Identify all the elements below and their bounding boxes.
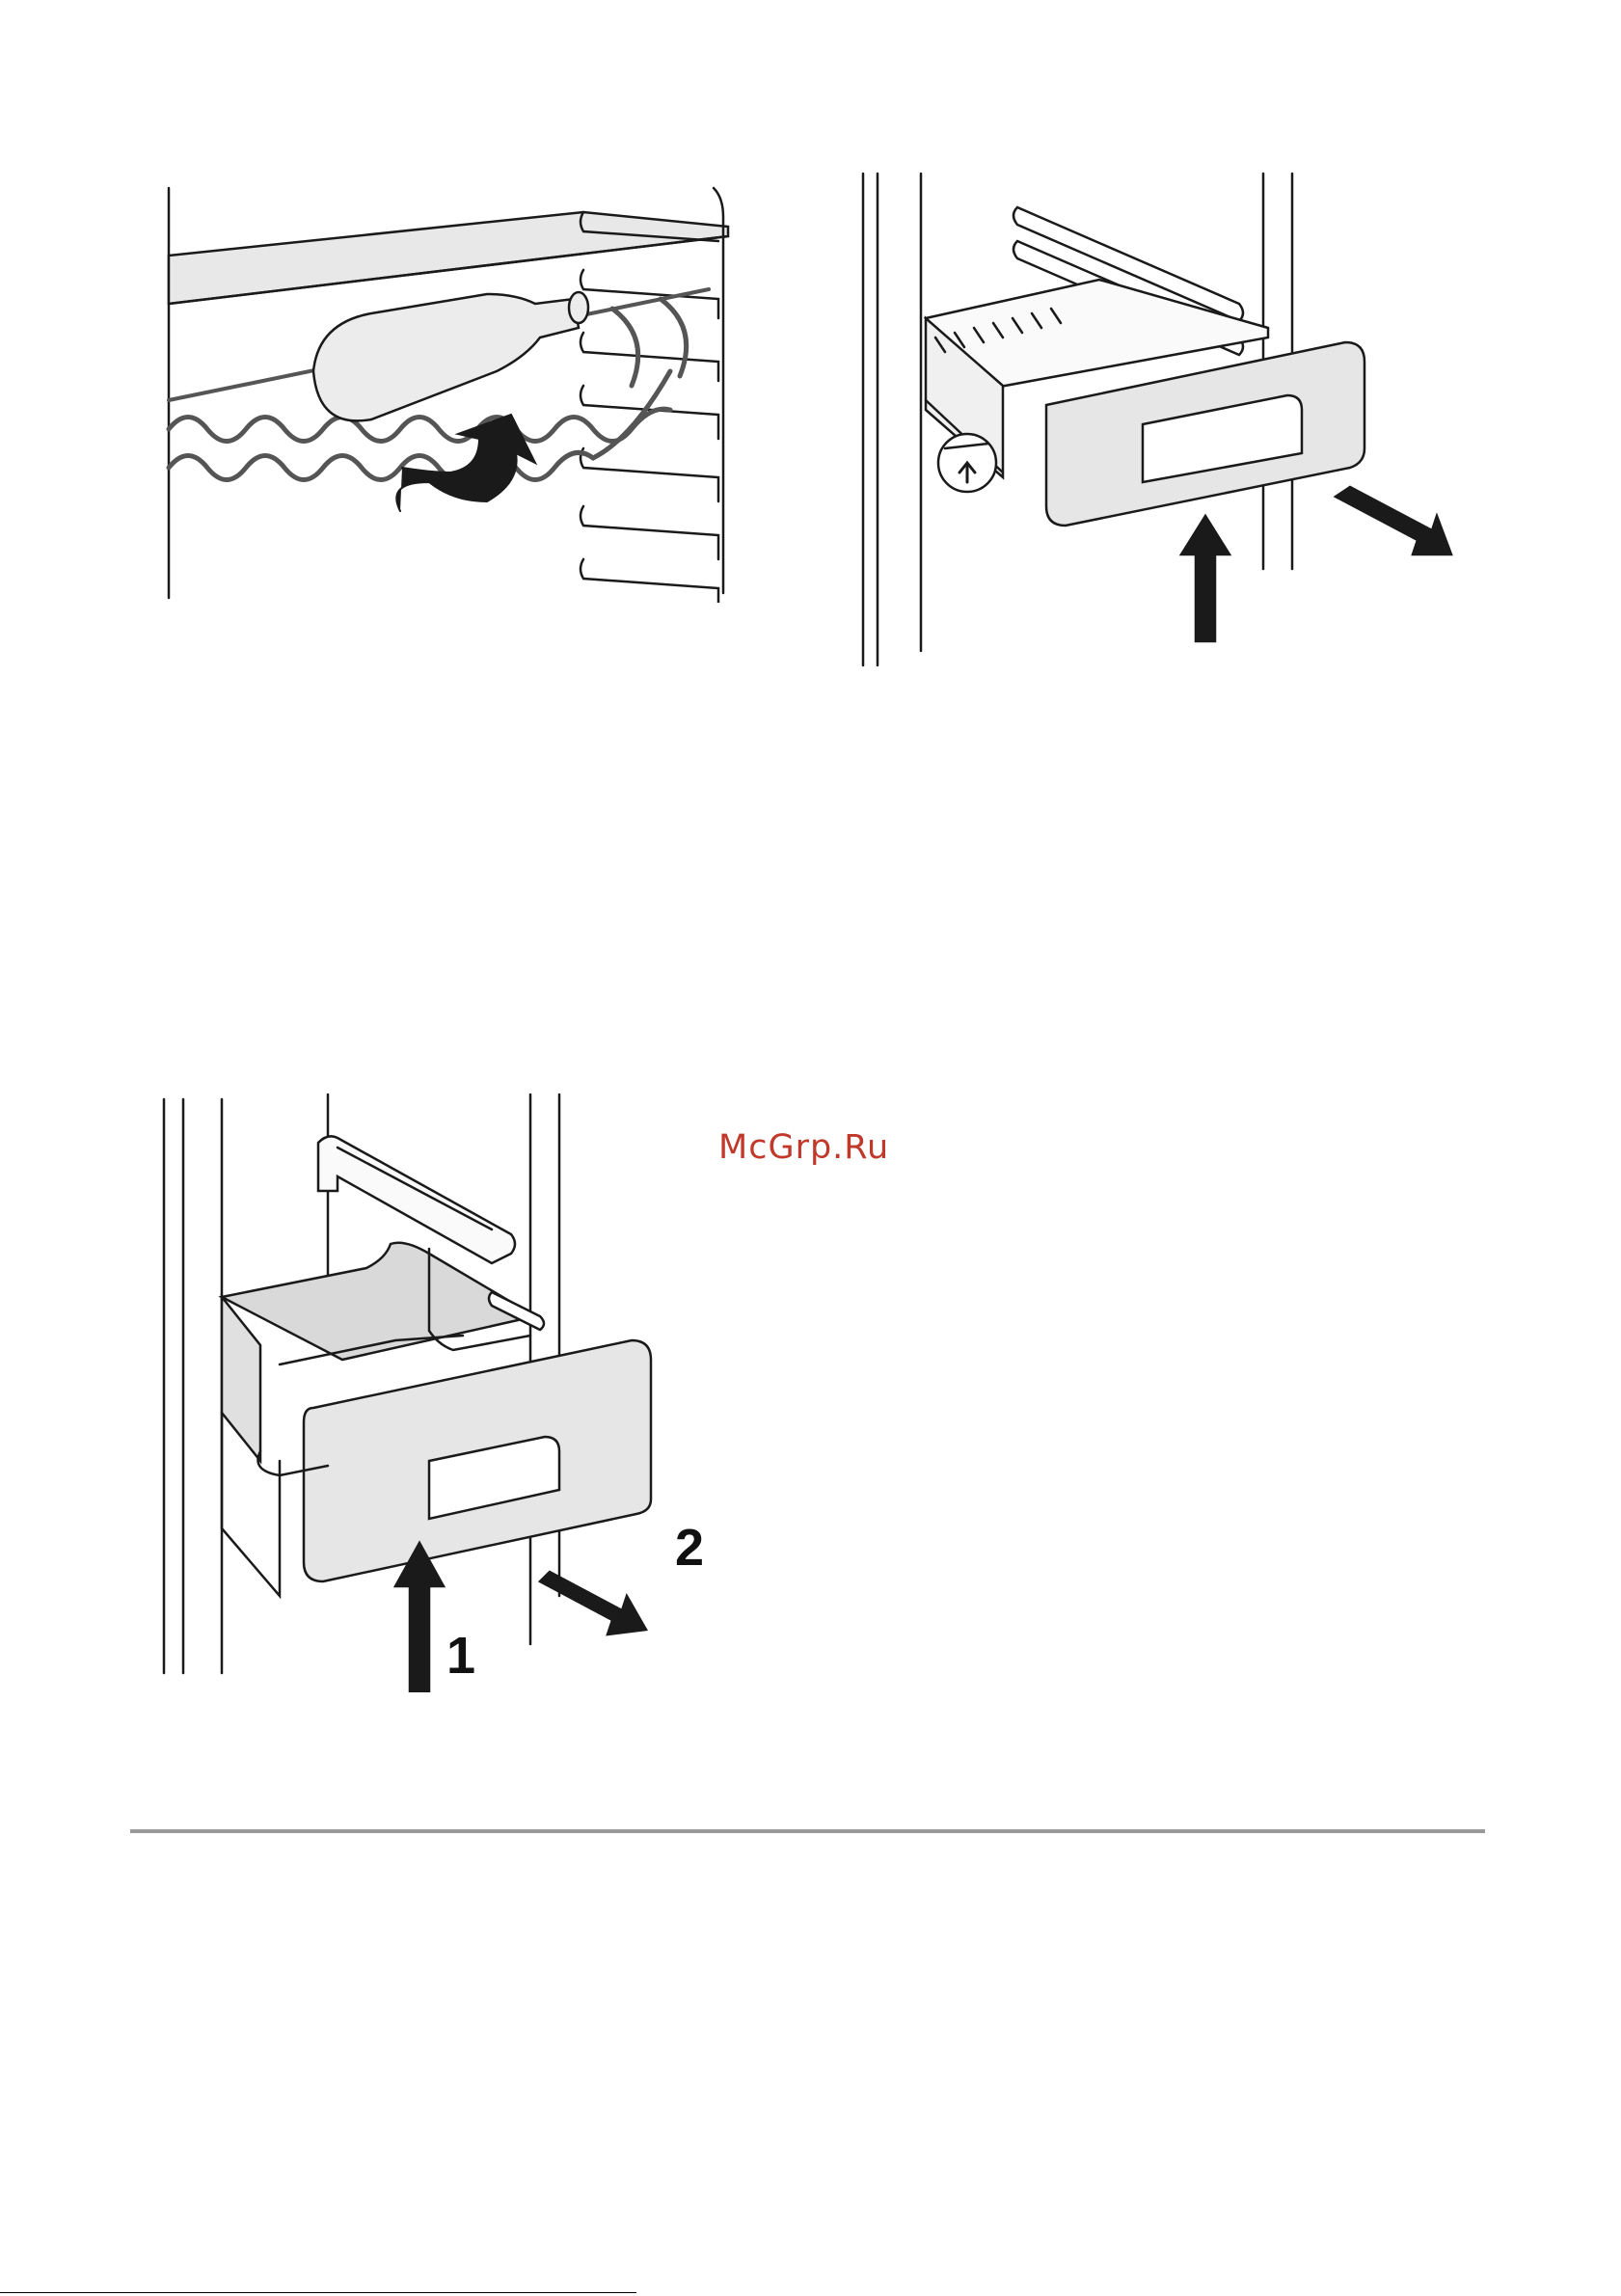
bottle-rack-icon (159, 178, 747, 603)
bottle-rack-figure (159, 178, 747, 603)
drawer-removal-icon (154, 1085, 733, 1692)
footer-line (0, 2292, 636, 2293)
tray-figure (853, 169, 1461, 670)
drawer-figure (154, 1085, 733, 1692)
step-1-label: 1 (446, 1630, 475, 1682)
watermark: McGrp.Ru (718, 1128, 889, 1167)
step-2-label: 2 (675, 1522, 704, 1574)
section-divider (130, 1829, 1485, 1833)
pull-out-tray-icon (853, 169, 1461, 670)
